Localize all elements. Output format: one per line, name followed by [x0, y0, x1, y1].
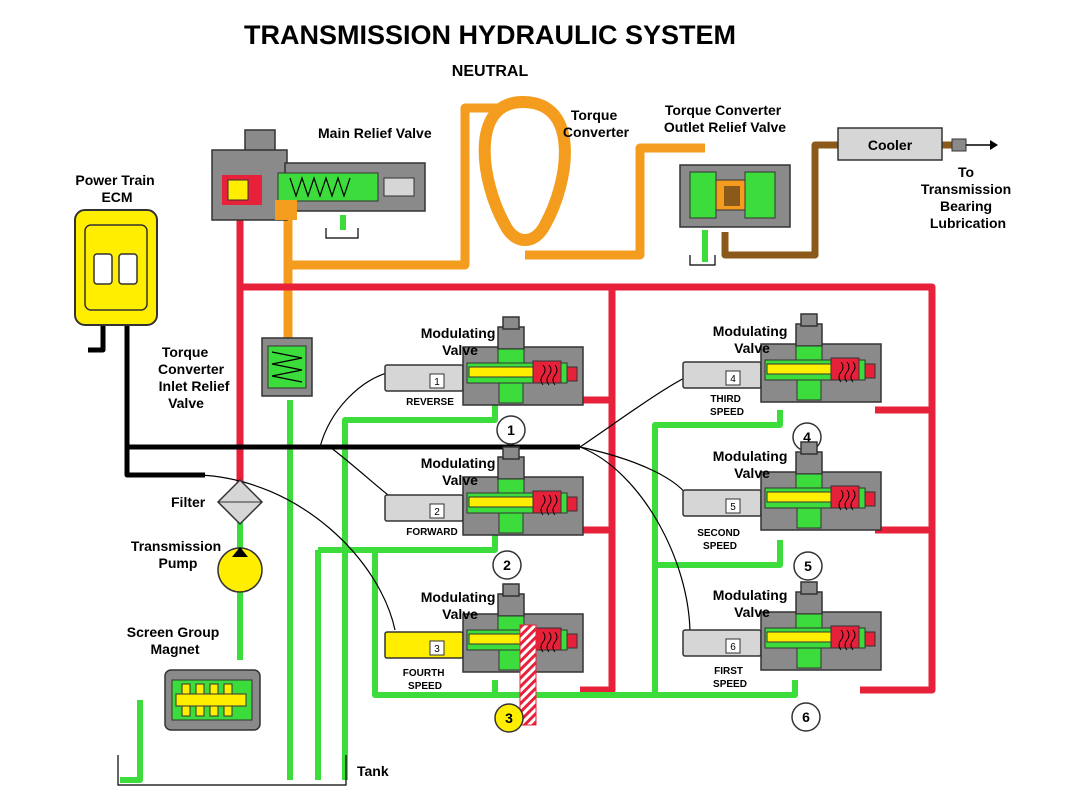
modulating-valve-3: 3 Modulating Valve FOURTH SPEED 3: [384, 583, 584, 733]
lubrication-label: To Transmission Bearing Lubrication: [921, 164, 1015, 231]
tank: [117, 755, 347, 786]
filter: [216, 478, 264, 526]
valve-5-name: SECOND SPEED: [697, 528, 743, 552]
valve-1-id: 1: [434, 377, 440, 388]
valve-6-name: FIRST SPEED: [713, 666, 747, 690]
filter-label: Filter: [171, 494, 206, 510]
valve-3-label: Modulating Valve: [421, 589, 500, 622]
valve-3-circle-num: 3: [505, 710, 513, 726]
svg-text:Main Relief Valve: Main Relief Valve: [318, 125, 432, 141]
valve-2-circle: [492, 550, 522, 580]
torque-converter: [478, 95, 571, 246]
valve-2-circle-num: 2: [503, 557, 511, 573]
tank-label: Tank: [357, 763, 389, 779]
valve-6-circle: [791, 702, 821, 732]
modulating-valve-6: 6 Modulating Valve FIRST SPEED 6: [682, 581, 882, 732]
drain-lines: [120, 215, 798, 783]
valve-4-name: THIRD SPEED: [710, 394, 744, 418]
valve-6-id: 6: [730, 642, 736, 653]
valve-4-id: 4: [730, 374, 736, 385]
modulating-valve-4: 4 Modulating Valve THIRD SPEED 4: [682, 313, 882, 452]
main-relief-valve-label: Main Relief Valve: [318, 125, 432, 141]
valve-3-id: 3: [434, 644, 440, 655]
valve-3-circle: [494, 703, 524, 733]
valve-5-circle: [793, 551, 823, 581]
valve-1-label: Modulating Valve: [421, 325, 500, 358]
tc-outlet-relief-label: Torque Converter Outlet Relief Valve: [664, 102, 786, 135]
valve-2-id: 2: [434, 507, 440, 518]
ecm-label: Power Train ECM: [75, 172, 158, 205]
valve-2-name: FORWARD: [406, 527, 457, 538]
modulating-valve-1: 1 Modulating Valve REVERSE 1: [384, 316, 584, 445]
valve-5-id: 5: [730, 502, 736, 513]
diagram-subtitle: NEUTRAL: [452, 63, 529, 80]
valve-1-name: REVERSE: [406, 397, 454, 408]
pump-supply-lines: [236, 220, 936, 694]
signal-wires: [88, 290, 691, 636]
power-train-ecm: [74, 209, 158, 326]
valve-4-label: Modulating Valve: [713, 323, 792, 356]
valve-5-label: Modulating Valve: [713, 448, 792, 481]
valve-3-name: FOURTH SPEED: [403, 668, 447, 692]
tc-outlet-relief-valve: [679, 164, 791, 266]
modulating-valve-2: 2 Modulating Valve FORWARD 2: [384, 446, 584, 580]
screen-group-magnet: [164, 669, 261, 731]
transmission-pump: [217, 547, 263, 593]
valve-1-circle: [496, 415, 526, 445]
cooler-label: Cooler: [868, 137, 913, 153]
main-relief-valve: [211, 129, 426, 239]
pump-label: Transmission Pump: [131, 538, 225, 571]
torque-converter-label: Torque Converter: [563, 107, 630, 140]
tc-inlet-relief-label: Torque Converter Inlet Relief Valve: [158, 344, 233, 411]
modulating-valve-5: 5 Modulating Valve SECOND SPEED 5: [682, 441, 882, 581]
valve-6-circle-num: 6: [802, 709, 810, 725]
valve-4-circle-num: 4: [803, 429, 811, 445]
valve-5-circle-num: 5: [804, 558, 812, 574]
diagram-title: TRANSMISSION HYDRAULIC SYSTEM: [244, 20, 736, 50]
tc-inlet-relief-valve: [261, 337, 313, 397]
valve-6-label: Modulating Valve: [713, 587, 792, 620]
cooler: Cooler: [837, 127, 998, 161]
valve-2-label: Modulating Valve: [421, 455, 500, 488]
valve-1-circle-num: 1: [507, 422, 515, 438]
screen-magnet-label: Screen Group Magnet: [127, 624, 223, 657]
